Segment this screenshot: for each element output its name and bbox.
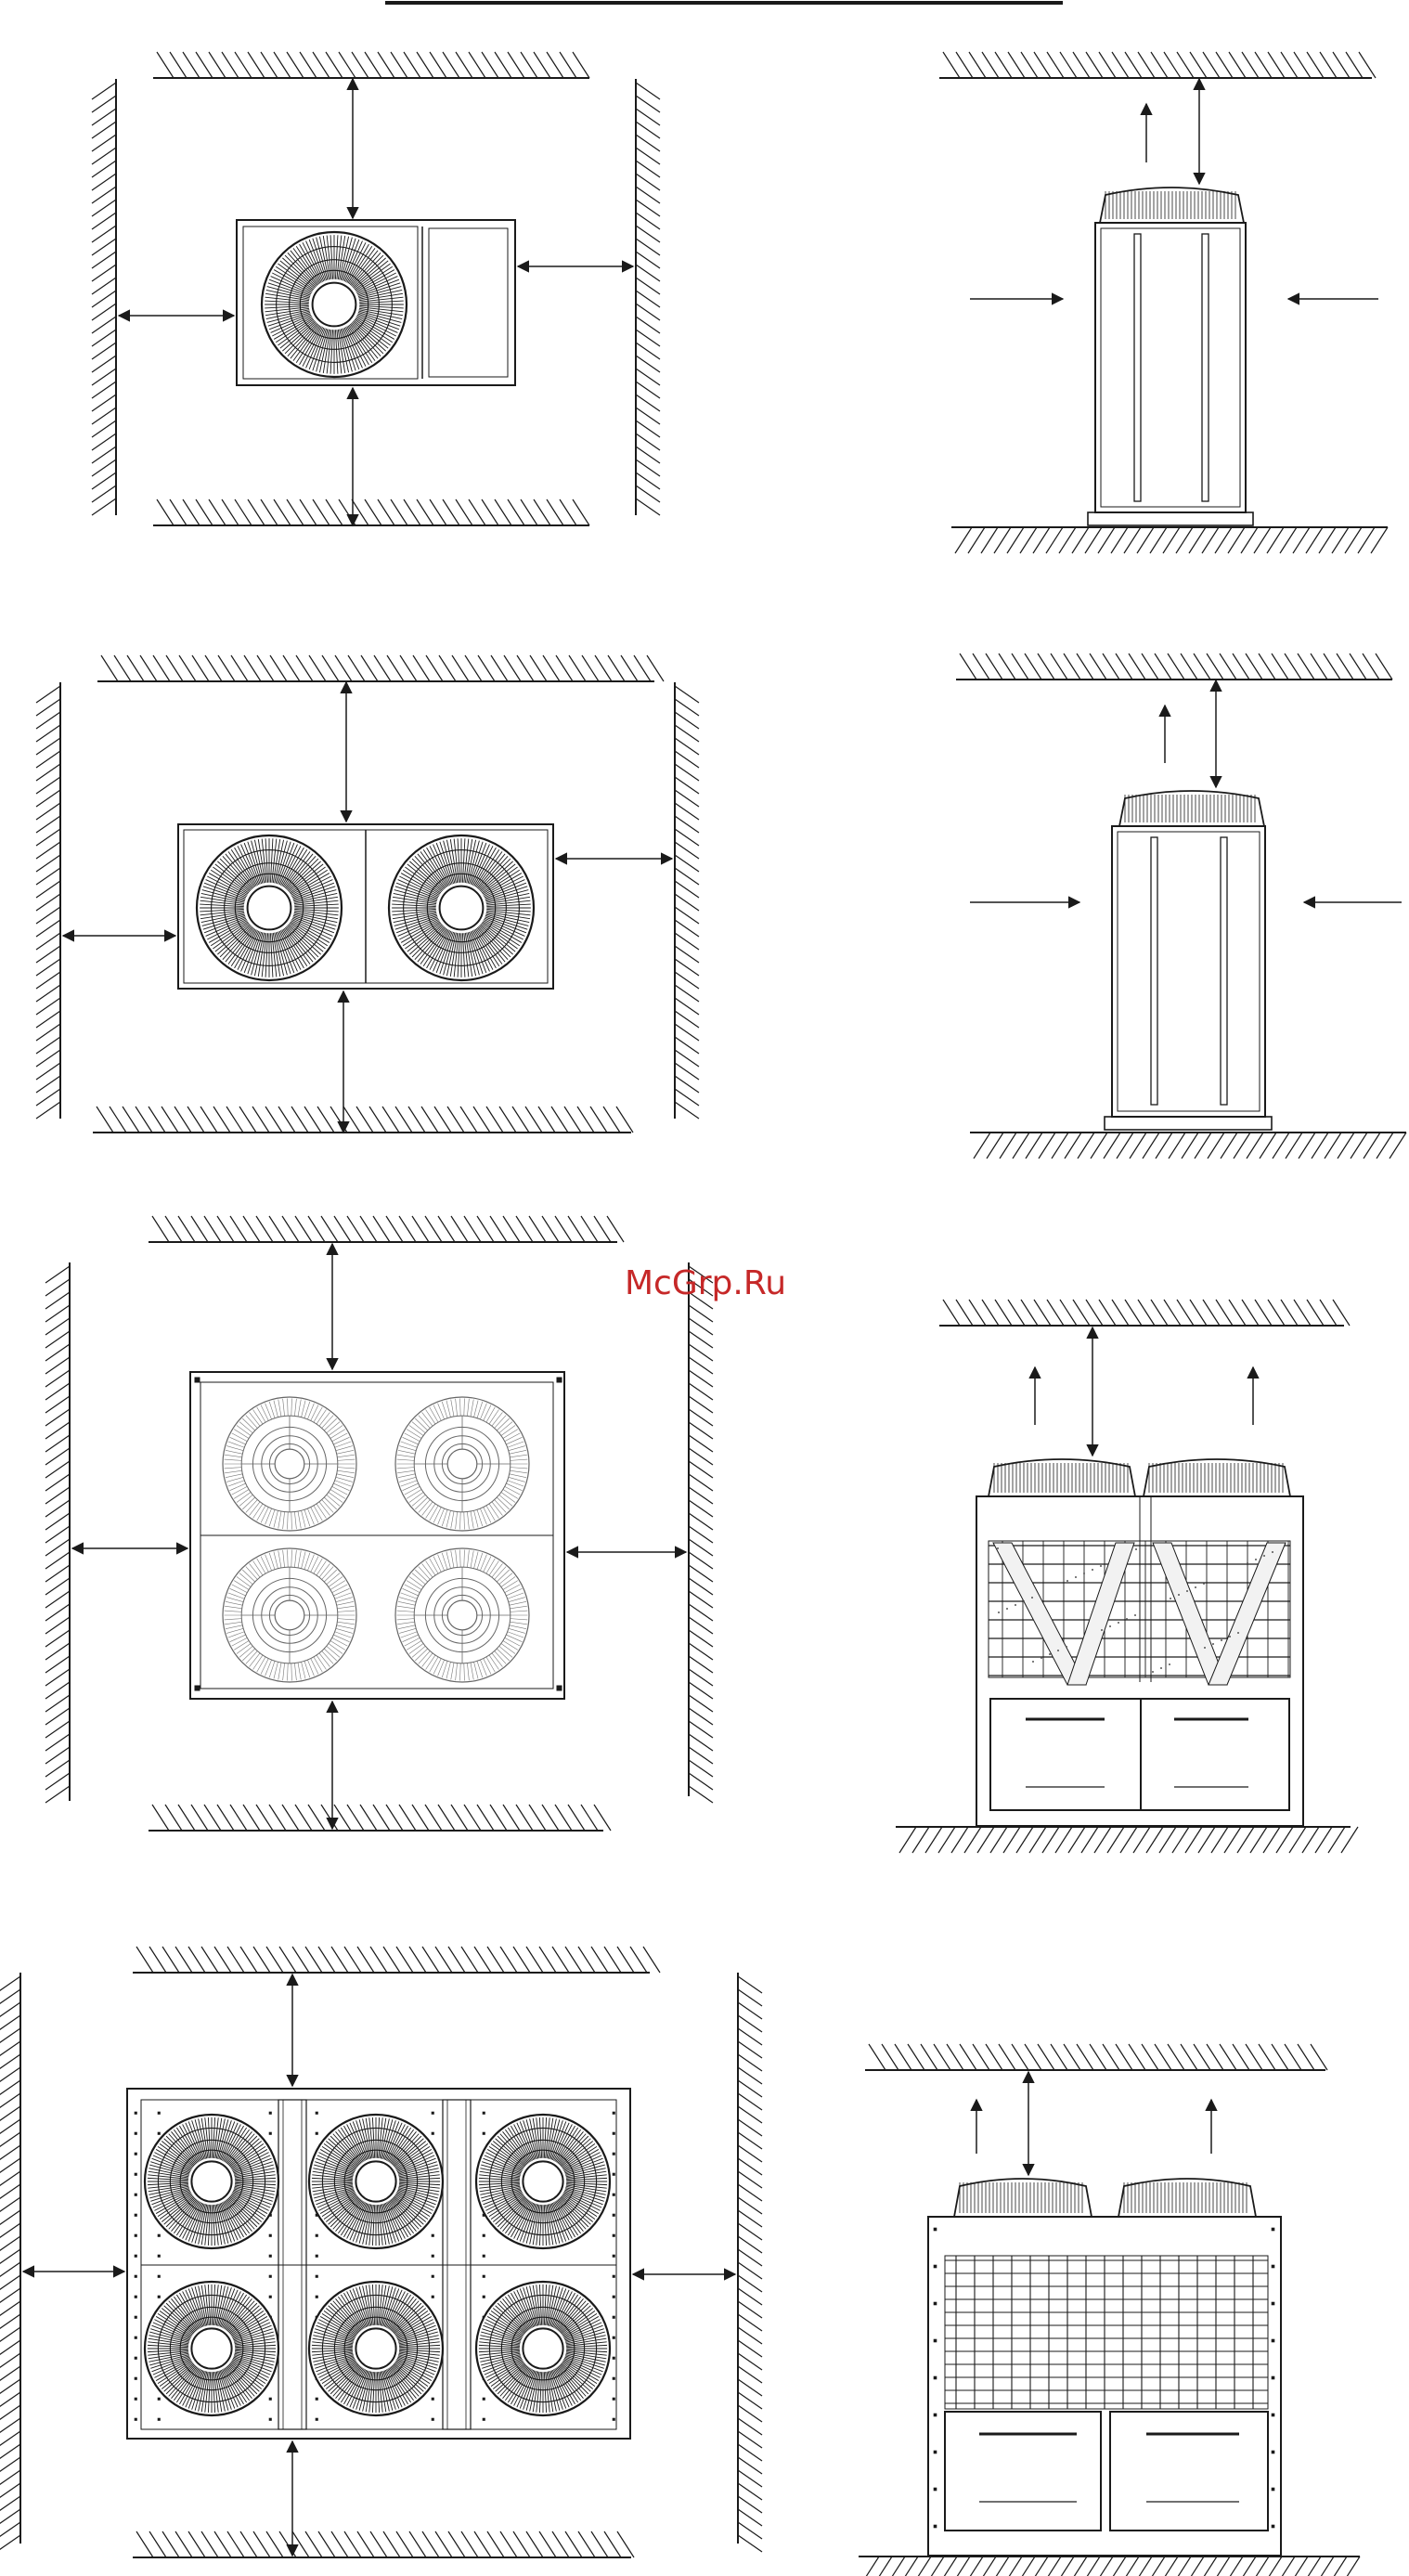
wall-hatch (36, 682, 60, 1119)
fan-icon (223, 1548, 356, 1682)
wall-hatch (939, 52, 1376, 78)
fan-icon (197, 835, 342, 980)
wall-hatch (689, 1262, 713, 1803)
fan-hood (989, 1459, 1135, 1496)
fan-icon (389, 835, 534, 980)
wall-hatch (865, 2044, 1327, 2070)
fan-icon (262, 232, 407, 377)
single-fan-unit-side-view (1088, 223, 1253, 525)
wall-hatch (92, 79, 116, 515)
watermark: McGrp.Ru (520, 1264, 891, 1302)
twin-fan-large-unit-side-view (928, 2217, 1281, 2556)
fan-icon (223, 1397, 356, 1531)
fan-icon (309, 2282, 443, 2415)
drawing-layer (0, 52, 1406, 2576)
wall-hatch (0, 1973, 20, 2552)
wall-hatch (153, 52, 589, 78)
wall-hatch (153, 499, 589, 525)
dual-fan-tall-unit-side-view (1105, 826, 1272, 1130)
wall-hatch (956, 654, 1392, 680)
fan-icon (145, 2115, 278, 2248)
fan-hood (1144, 1459, 1290, 1496)
wall-hatch (859, 2557, 1360, 2576)
quad-fan-unit-top-view (190, 1372, 564, 1699)
wall-hatch (97, 655, 664, 681)
fan-hood (1119, 791, 1264, 826)
wall-hatch (133, 1947, 660, 1973)
wall-hatch (896, 1827, 1358, 1853)
fan-hood (1118, 2179, 1256, 2217)
wall-hatch (133, 2531, 634, 2557)
fan-icon (395, 1548, 529, 1682)
fan-hood (1100, 188, 1244, 223)
wall-hatch (675, 682, 699, 1119)
wall-hatch (149, 1805, 611, 1831)
wall-hatch (738, 1973, 762, 2552)
wall-hatch (939, 1300, 1350, 1326)
wall-hatch (45, 1262, 70, 1803)
fan-icon (476, 2115, 610, 2248)
wall-hatch (636, 79, 660, 515)
fan-icon (145, 2282, 278, 2415)
fan-icon (395, 1397, 529, 1531)
fan-icon (309, 2115, 443, 2248)
fan-hood (954, 2179, 1092, 2217)
wall-hatch (93, 1107, 633, 1133)
wall-hatch (149, 1216, 624, 1242)
twin-fan-modular-unit-side-view (976, 1496, 1303, 1826)
wall-hatch (970, 1133, 1406, 1159)
wall-hatch (951, 527, 1388, 553)
fan-icon (476, 2282, 610, 2415)
